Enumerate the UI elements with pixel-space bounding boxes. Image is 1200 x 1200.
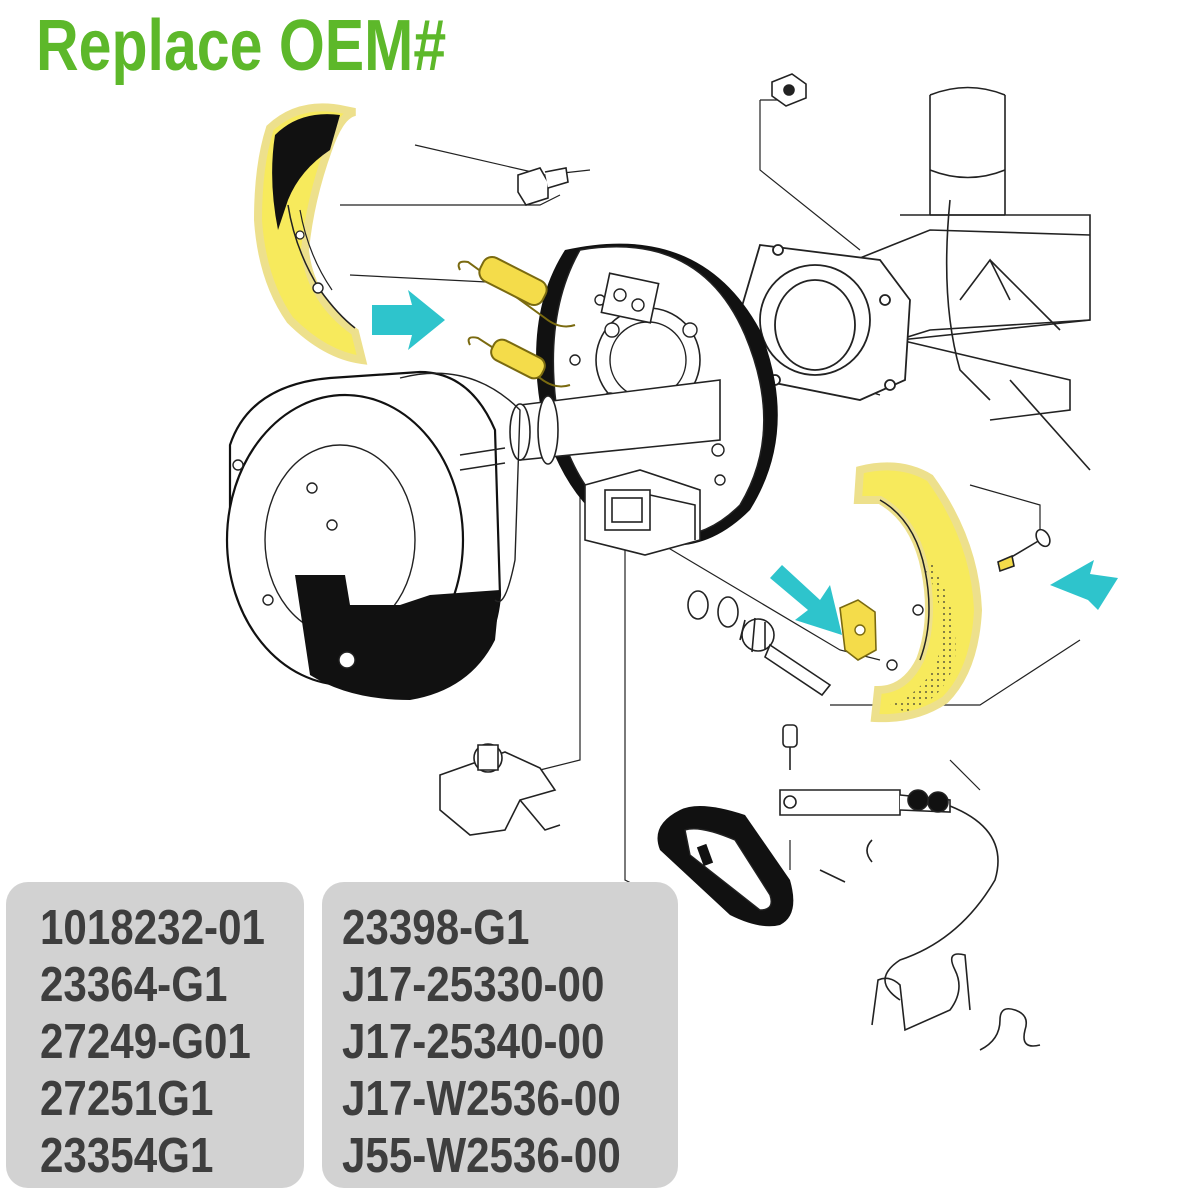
axle-shaft [509,379,721,465]
oem-number: 23398-G1 [342,901,530,955]
retractor-spring-lower [467,336,571,388]
arrow-icon [770,565,842,635]
brake-shoe-left [253,103,368,365]
hold-down-spring [871,953,1041,1051]
pivot-pin [997,528,1051,573]
oem-number: 27251G1 [40,1072,214,1126]
brake-shoe-right [853,462,983,723]
oem-number: J55-W2536-00 [342,1129,621,1183]
oem-number: J17-25340-00 [342,1015,605,1069]
retractor-spring-upper [457,255,576,328]
brake-cable [779,724,999,1001]
arrow-icon [372,290,445,350]
oem-number: 1018232-01 [40,901,265,955]
nut [771,73,807,107]
construction-lines [340,99,1081,896]
axle-flange [734,244,911,401]
adjuster-screw [687,590,832,697]
oem-number: 23364-G1 [40,958,228,1012]
oem-list-left: 1018232-01 23364-G1 27249-G01 27251G1 23… [40,900,302,1185]
oem-number: 27249-G01 [40,1015,251,1069]
oem-panel-right: 23398-G1 J17-25330-00 J17-25340-00 J17-W… [322,882,678,1188]
oem-list-right: 23398-G1 J17-25330-00 J17-25340-00 J17-W… [342,900,666,1185]
brake-drum [225,370,521,700]
oem-panel-left: 1018232-01 23364-G1 27249-G01 27251G1 23… [6,882,304,1188]
page-title: Replace OEM# [36,6,447,86]
adjuster-lever [839,599,877,661]
oem-number: 23354G1 [40,1129,214,1183]
arrow-icon [1050,560,1118,610]
bolt [517,167,569,206]
lever-bracket [439,743,561,836]
actuator-block [584,469,701,556]
oem-number: J17-25330-00 [342,958,605,1012]
rubber-boot [657,806,794,927]
oem-number: J17-W2536-00 [342,1072,621,1126]
